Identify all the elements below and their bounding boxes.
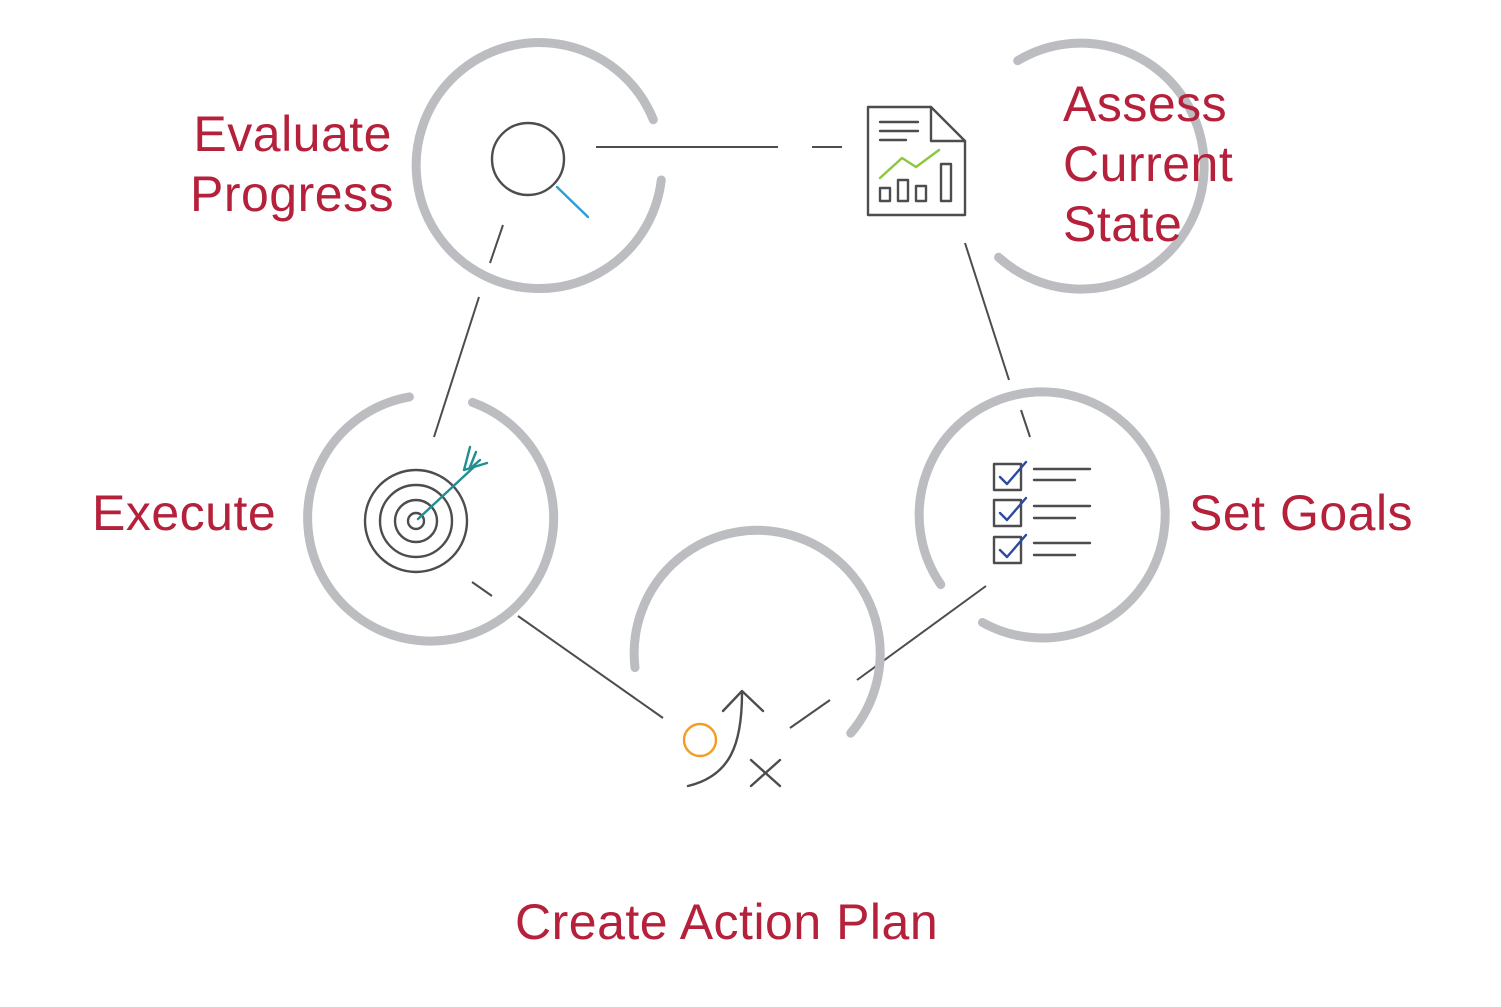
target-arrow-icon [363,445,489,574]
connector-execute-evaluate-inner [489,224,504,264]
ring-execute [303,392,559,646]
magnifier-icon [490,121,590,219]
connector-plan-execute [517,615,664,719]
ring-assess [994,38,1209,294]
label-line: Current [1063,136,1234,192]
label-line: Evaluate [193,106,392,162]
ring-plan [629,525,885,738]
label-line: Create Action Plan [515,894,939,950]
label-line: State [1063,196,1183,252]
label-execute: Execute [92,483,276,543]
label-assess-current-state: Assess Current State [1063,74,1233,254]
label-create-action-plan: Create Action Plan [515,892,938,952]
label-evaluate-progress: Evaluate Progress [190,104,395,224]
ring-goals [914,387,1170,643]
connector-plan-execute-inner [471,581,493,597]
connector-assess-goals [964,242,1010,381]
label-line: Progress [190,166,395,222]
label-line: Assess [1063,76,1228,132]
connectors [433,146,1031,729]
connector-goals-plan-inner [789,699,831,729]
strategy-play-icon [682,689,782,788]
label-line: Set Goals [1189,485,1414,541]
checklist-icon [992,460,1092,565]
label-line: Execute [92,485,277,541]
rings [303,38,1209,738]
report-chart-icon [866,105,967,217]
label-set-goals: Set Goals [1189,483,1413,543]
connector-execute-evaluate [433,296,480,438]
ring-evaluate [411,38,666,293]
connector-assess-goals-inner [1020,409,1031,438]
